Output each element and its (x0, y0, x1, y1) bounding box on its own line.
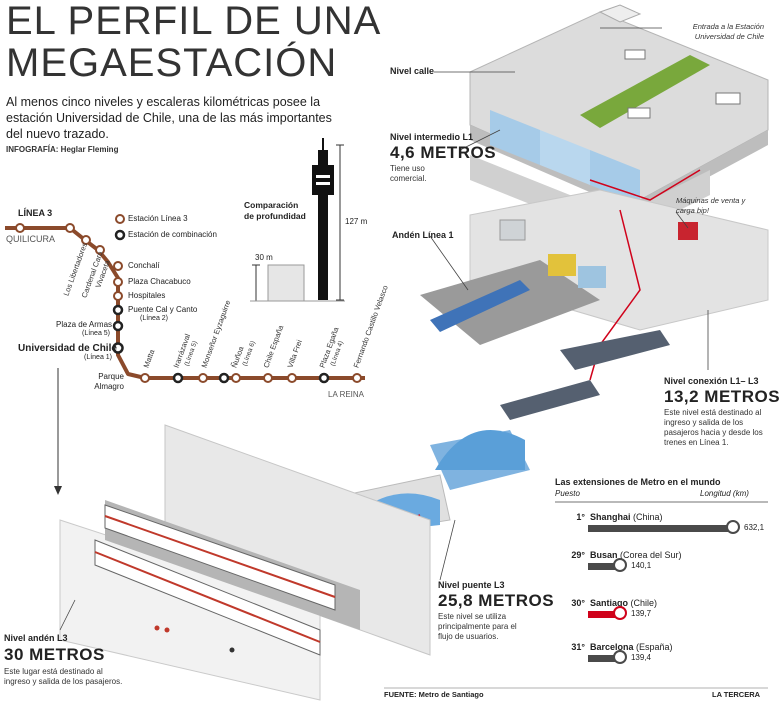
title-line2: MEGAESTACIÓN (6, 41, 338, 85)
ranking-row: 31° Barcelona (España)139,4 (555, 642, 765, 680)
terminal-end: LA REINA (328, 390, 365, 399)
level-anden-l3-desc: Este lugar está destinado al ingreso y s… (4, 667, 123, 686)
ranking-bar (588, 525, 733, 532)
ranking-city-label: Santiago (Chile) (590, 598, 657, 608)
legend-combo: Estación de combinación (128, 230, 217, 239)
ranking-value: 140,1 (631, 561, 652, 570)
ranking-row: 29° Busan (Corea del Sur)140,1 (555, 550, 765, 588)
intro-text: Al menos cinco niveles y escaleras kilom… (6, 95, 332, 141)
ranking-row: 30° Santiago (Chile)139,7 (555, 598, 765, 636)
level-conexion-desc: Este nivel está destinado al ingreso y s… (664, 408, 763, 447)
level-intermedio-desc: Tiene uso comercial. (390, 164, 427, 183)
level-puente-depth: 25,8 METROS (438, 591, 555, 610)
depth-title-1: Comparación (244, 200, 299, 210)
level-puente-desc: Este nivel se utiliza principalmente par… (438, 612, 517, 641)
ranking-col-len: Longitud (km) (700, 489, 749, 498)
station-label-udechile: Universidad de Chile (18, 343, 117, 354)
ranking-bar-knob (613, 606, 628, 620)
ranking-pos: 31° (571, 642, 585, 652)
station-label: Puente Cal y Canto (128, 305, 198, 314)
level-puente-name: Nivel puente L3 (438, 580, 505, 590)
tower-height: 127 m (345, 217, 368, 226)
ranking-pos: 29° (571, 550, 585, 560)
ranking-city: Santiago (590, 598, 629, 608)
legend-l3: Estación Línea 3 (128, 214, 188, 223)
station-label: Plaza de Armas (56, 320, 113, 329)
ranking-country: (Chile) (628, 598, 658, 608)
station-subnote: (Línea 5) (82, 330, 111, 337)
brand: LA TERCERA (712, 690, 761, 699)
station-label: Parque Almagro (94, 372, 124, 391)
ranking-city: Barcelona (590, 642, 634, 652)
ranking-bar-knob (726, 520, 740, 534)
station-subnote: (Línea 1) (84, 354, 113, 361)
ranking-bar (588, 655, 620, 662)
ranking-bar-knob (613, 558, 628, 572)
level-intermedio-depth: 4,6 METROS (390, 143, 497, 162)
ranking-country: (China) (630, 512, 663, 522)
level-intermedio-name: Nivel intermedio L1 (390, 132, 474, 142)
depth-title-2: de profundidad (244, 211, 306, 221)
line-name: LÍNEA 3 (18, 208, 53, 218)
level-conexion-name: Nivel conexión L1– L3 (664, 376, 759, 386)
level-calle: Nivel calle (390, 66, 435, 76)
ranking-country: (España) (633, 642, 673, 652)
station-label: Conchalí (128, 261, 160, 270)
station-subnote: (Línea 2) (140, 315, 169, 322)
level-maquinas: Máquinas de venta y carga bip! (676, 196, 746, 215)
level-anden-l1: Andén Línea 1 (392, 230, 454, 240)
ranking-city-label: Barcelona (España) (590, 642, 673, 652)
ranking-pos: 1° (576, 512, 585, 522)
ranking-title: Las extensiones de Metro en el mundo (555, 477, 721, 487)
level-anden-l3-depth: 30 METROS (4, 645, 105, 664)
station-label: Plaza Chacabuco (128, 277, 191, 286)
ranking-value: 632,1 (744, 523, 765, 532)
ranking-col-pos: Puesto (555, 489, 580, 498)
ranking-city: Shanghai (590, 512, 631, 522)
ranking-city-label: Busan (Corea del Sur) (590, 550, 682, 560)
terminal-start: QUILICURA (6, 234, 56, 244)
ranking-value: 139,4 (630, 653, 651, 662)
level-entrada: Entrada a la Estación Universidad de Chi… (692, 22, 764, 41)
title: EL PERFIL DE UNA MEGAESTACIÓN (6, 0, 381, 84)
station-depth: 30 m (255, 253, 273, 262)
level-conexion-depth: 13,2 METROS (664, 387, 780, 406)
ranking-city: Busan (590, 550, 618, 560)
ranking-bar (588, 563, 621, 570)
ranking-bar-knob (612, 650, 627, 664)
level-anden-l3-name: Nivel andén L3 (4, 633, 68, 643)
ranking-value: 139,7 (631, 609, 652, 618)
title-line1: EL PERFIL DE UNA (6, 0, 382, 43)
ranking-bar (588, 611, 621, 618)
station-label: Hospitales (128, 291, 166, 300)
ranking-row: 1° Shanghai (China) 632,1 (555, 512, 765, 550)
ranking-country: (Corea del Sur) (617, 550, 682, 560)
ranking-pos: 30° (571, 598, 585, 608)
credit: INFOGRAFÍA: Heglar Fleming (6, 145, 119, 154)
ranking-city-label: Shanghai (China) (590, 512, 663, 522)
source: FUENTE: Metro de Santiago (384, 690, 484, 699)
